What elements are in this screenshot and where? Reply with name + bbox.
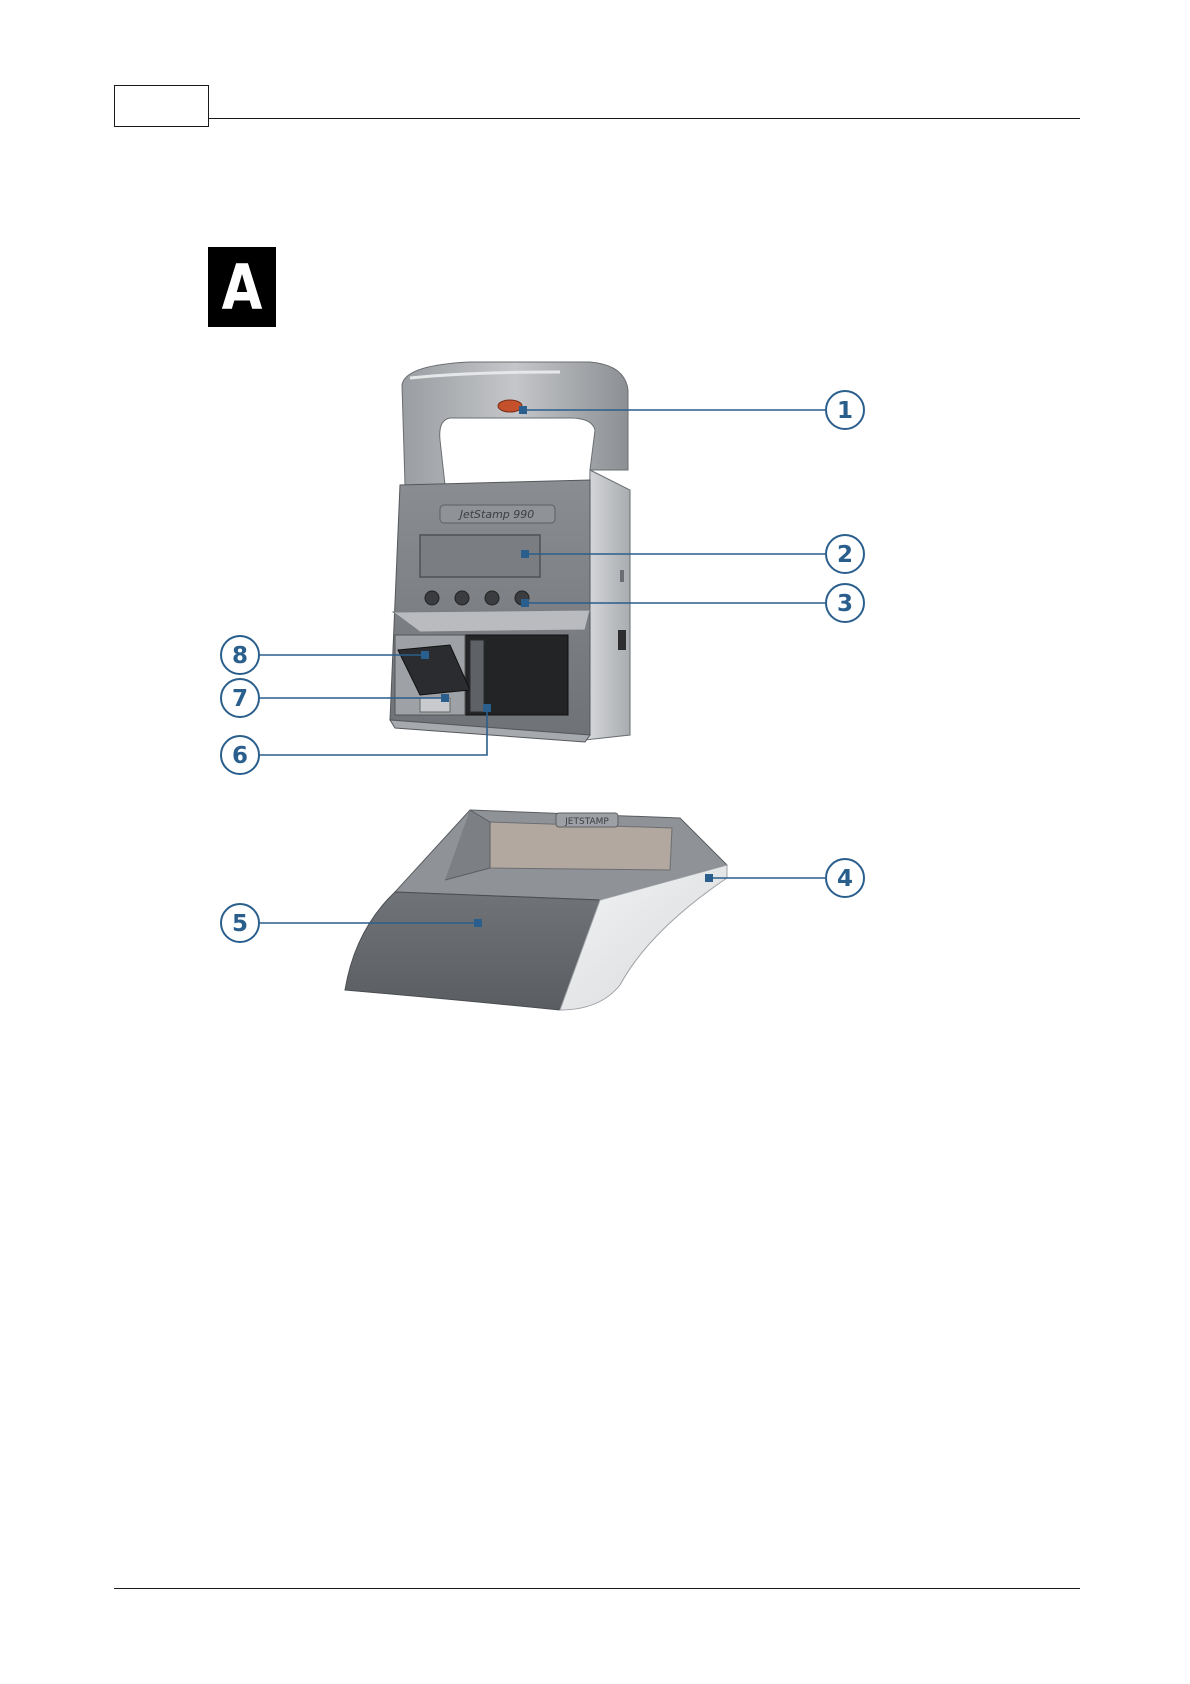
callout-number: 1: [837, 398, 853, 424]
callout-3: 3: [826, 584, 864, 622]
callout-7: 7: [221, 679, 259, 717]
callout-number: 7: [232, 686, 248, 712]
callout-6: 6: [221, 736, 259, 774]
callout-number: 8: [232, 643, 248, 669]
callout-2: 2: [826, 535, 864, 573]
callout-8: 8: [221, 636, 259, 674]
callout-number: 4: [837, 866, 853, 892]
dock-label: JETSTAMP: [564, 817, 609, 827]
callout-5: 5: [221, 904, 259, 942]
button-3: [485, 591, 499, 605]
button-2: [455, 591, 469, 605]
trigger-icon: [498, 400, 522, 412]
button-1: [425, 591, 439, 605]
docking-station: JETSTAMP: [345, 810, 727, 1010]
callout-1: 1: [826, 391, 864, 429]
callout-number: 6: [232, 743, 248, 769]
footer-rule: [114, 1588, 1080, 1589]
callout-number: 5: [232, 911, 248, 937]
brand-label: JetStamp 990: [458, 508, 535, 521]
callout-4: 4: [826, 859, 864, 897]
callout-number: 2: [837, 542, 853, 568]
stamp-device: JetStamp 990: [390, 362, 630, 742]
callout-number: 3: [837, 591, 853, 617]
cartridge-holder: [470, 640, 484, 712]
